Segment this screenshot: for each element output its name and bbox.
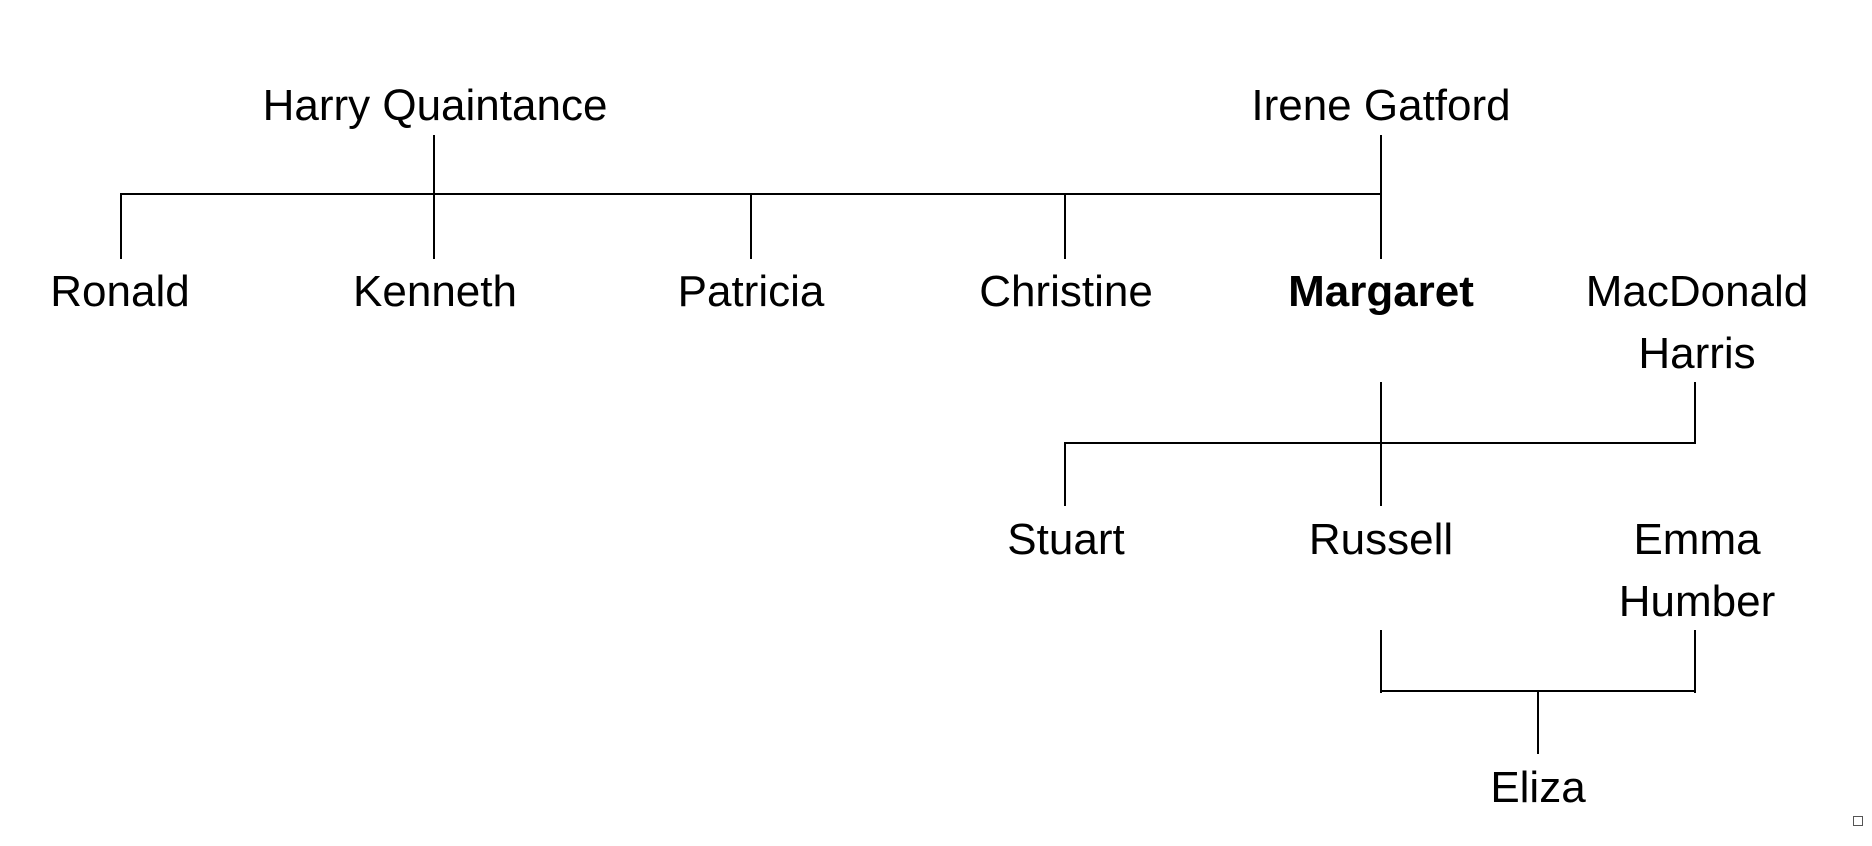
person-harry-quaintance: Harry Quaintance <box>262 81 608 130</box>
connector-margaret-children-bar <box>1064 442 1696 444</box>
connector-margaret-down <box>1380 382 1382 506</box>
person-russell: Russell <box>1308 515 1454 564</box>
person-macdonald-harris-line2: Harris <box>1638 329 1756 378</box>
person-emma-humber: Emma Humber <box>1619 509 1776 633</box>
person-christine: Christine <box>979 267 1153 316</box>
connector-to-christine <box>1064 193 1066 259</box>
person-emma-humber-line2: Humber <box>1618 577 1776 626</box>
person-ronald: Ronald <box>50 267 190 316</box>
person-macdonald-harris-line1: MacDonald <box>1585 267 1809 316</box>
connector-russell-down <box>1380 630 1382 693</box>
connector-to-eliza <box>1537 690 1539 754</box>
person-stuart: Stuart <box>1007 515 1125 564</box>
person-macdonald-harris: MacDonald Harris <box>1586 261 1809 385</box>
person-margaret: Margaret <box>1288 267 1474 316</box>
person-emma-humber-line1: Emma <box>1633 515 1761 564</box>
connector-irene-down <box>1380 135 1382 259</box>
person-patricia: Patricia <box>677 267 825 316</box>
person-eliza: Eliza <box>1490 763 1586 812</box>
resize-handle-icon <box>1853 816 1863 826</box>
person-kenneth: Kenneth <box>353 267 517 316</box>
person-irene-gatford: Irene Gatford <box>1251 81 1511 130</box>
connector-harry-down <box>433 135 435 259</box>
connector-to-patricia <box>750 193 752 259</box>
connector-macdonald-down <box>1694 382 1696 444</box>
connector-to-stuart <box>1064 442 1066 506</box>
connector-to-ronald <box>120 193 122 259</box>
connector-emma-down <box>1694 630 1696 693</box>
